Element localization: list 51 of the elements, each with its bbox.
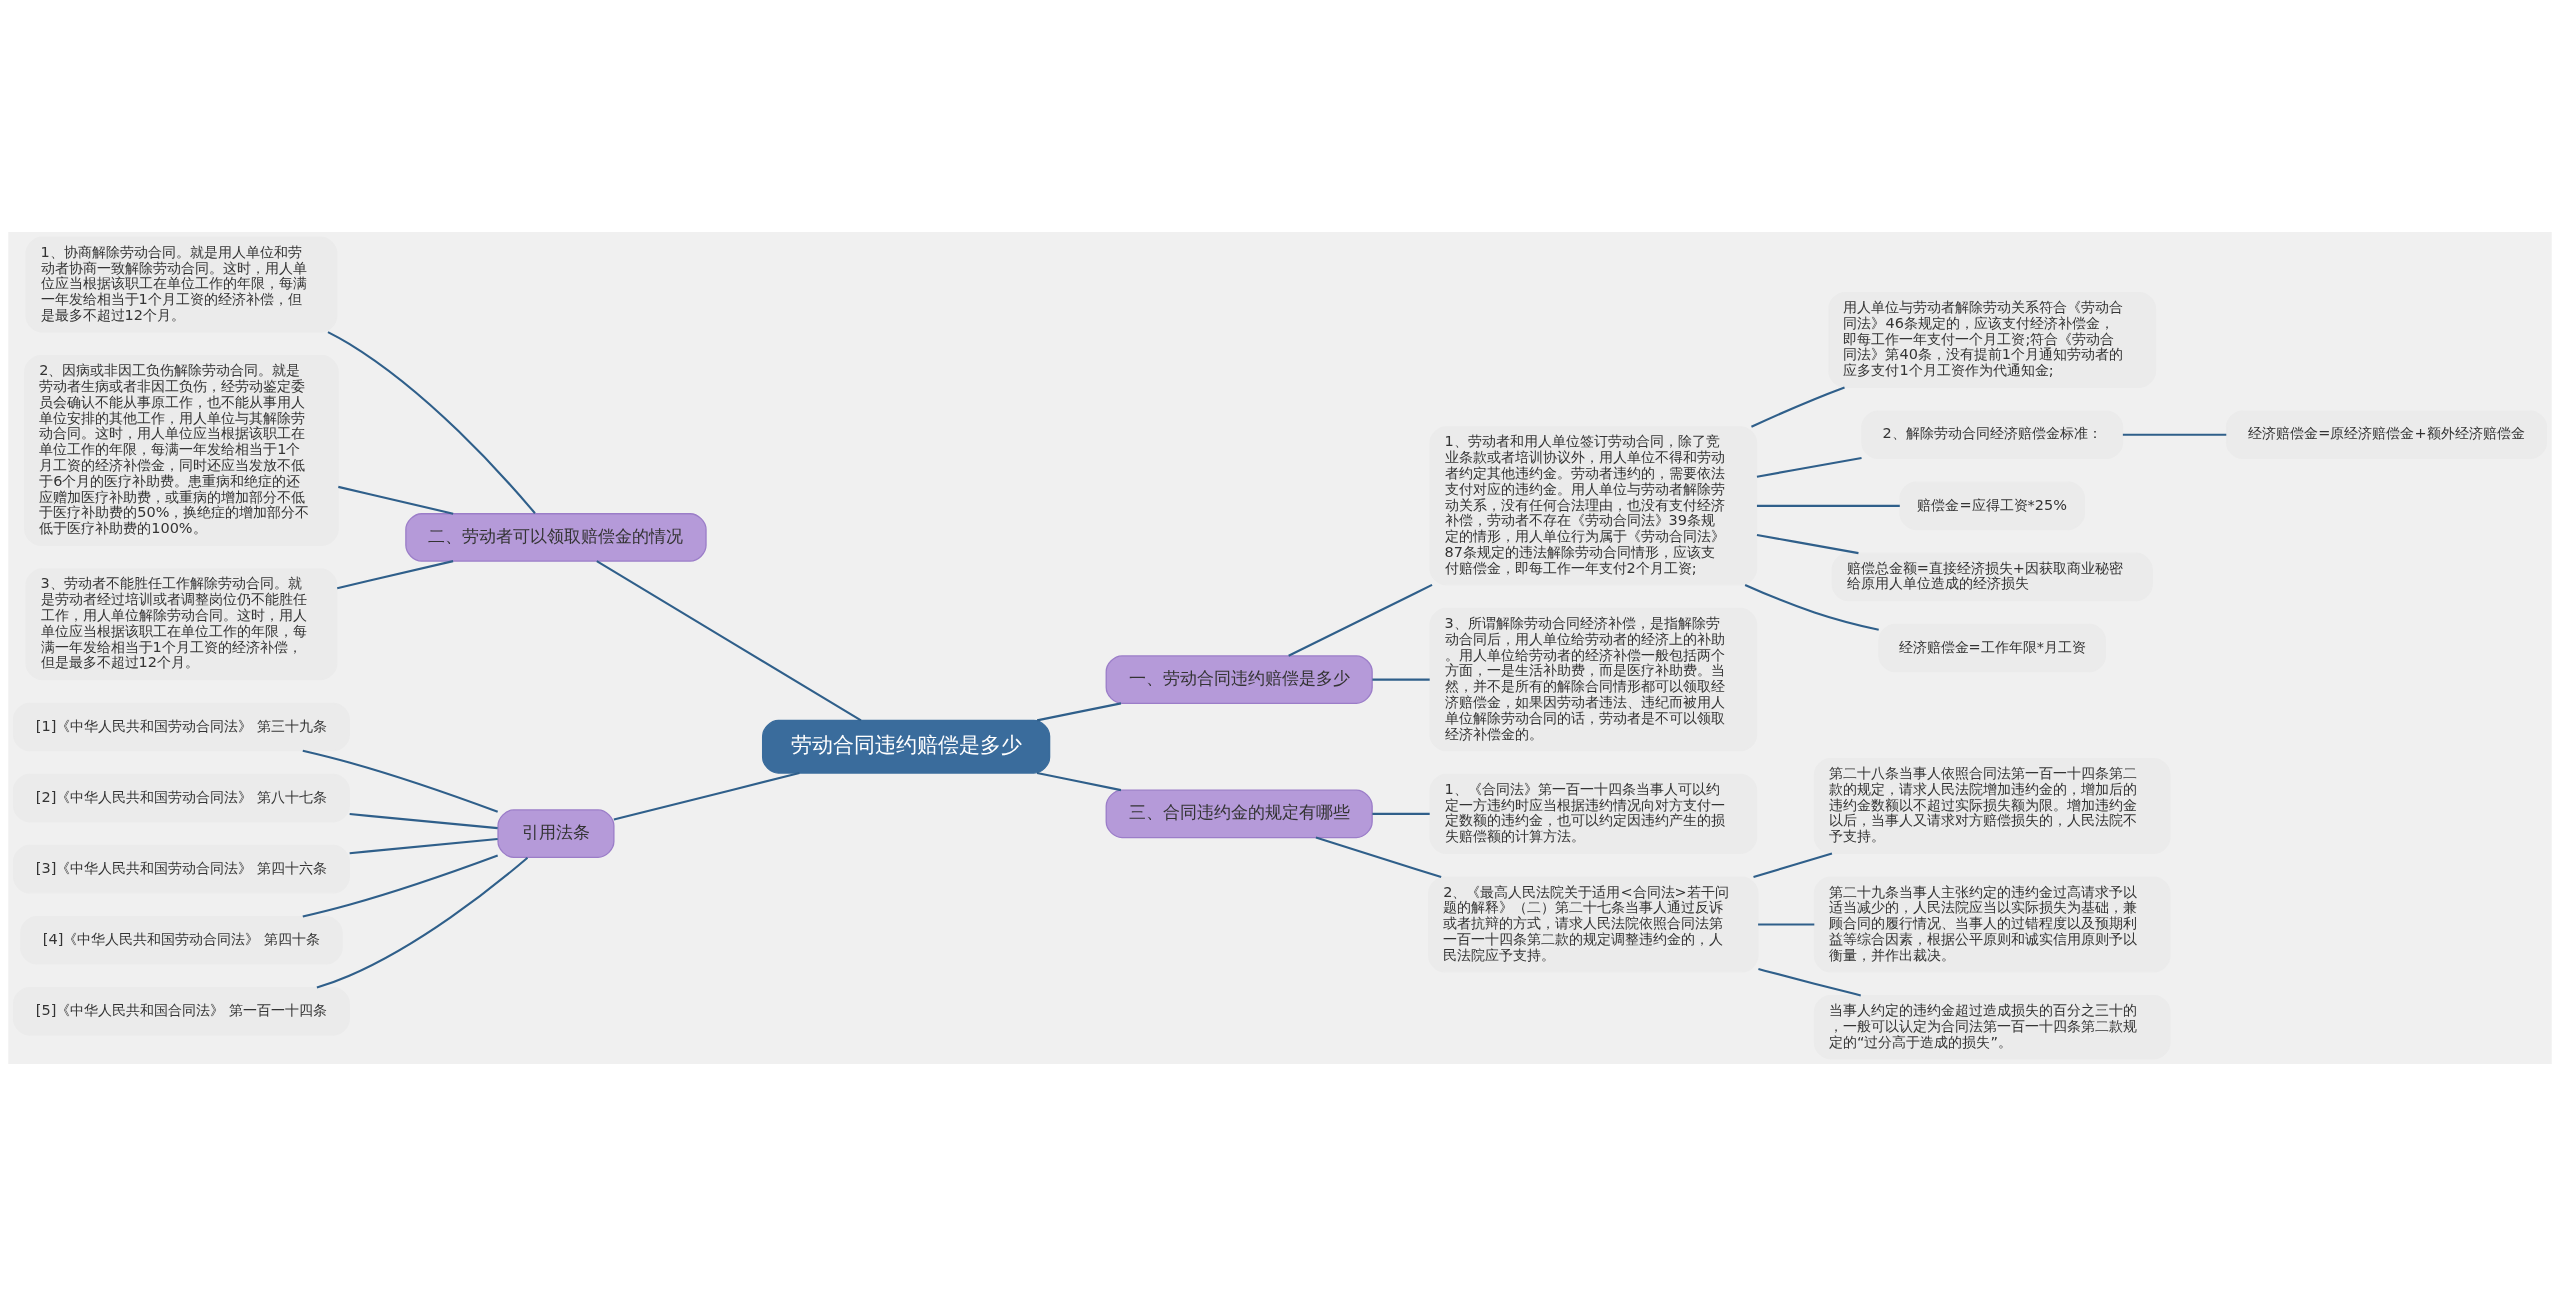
node-text: 第二十九条当事人主张约定的违约金过高请求予以适当减少的，人民法院应当以实际损失为基础，兼顾合同的履行情况、当事人的过错程度以及预期利益等综合因素，根据公平原则和诚实信用原则予以衡量，并作出裁决。 bbox=[1828, 883, 2137, 963]
node-box: 引用法条 bbox=[497, 809, 615, 858]
connector bbox=[327, 331, 536, 514]
node-text: 用人单位与劳动者解除劳动关系符合《劳动合同法》46条规定的，应该支付经济补偿金，即每工作一年支付一个月工资;符合《劳动合同法》第40条，没有提前1个月通知劳动者的应多支付1个月工资作为代通知金; bbox=[1843, 299, 2124, 379]
connector bbox=[1744, 583, 1879, 631]
connector bbox=[349, 812, 498, 830]
connector bbox=[613, 772, 800, 821]
connector bbox=[1756, 504, 1900, 507]
node-text: 第二十八条当事人依照合同法第一百一十四条第二款的规定，请求人民法院增加违约金的，增加后的违约金数额以不超过实际损失额为限。增加违约金以后，当事人又请求对方赔偿损失的，人民法院不予支持。 bbox=[1828, 765, 2137, 845]
node-text: 经济赔偿金=工作年限*月工资 bbox=[1898, 638, 2086, 655]
connector bbox=[2122, 433, 2227, 436]
connector bbox=[302, 854, 499, 918]
connector bbox=[1372, 678, 1430, 681]
node-text: 2、《最高人民法院关于适用<合同法>若干问题的解释》（二）第二十七条当事人通过反诉或者抗辩的方式，请求人民法院依照合同法第一百一十四条第二款的规定调整违约金的，人民法院应予支持。 bbox=[1443, 883, 1729, 963]
node-text: 2、解除劳动合同经济赔偿金标准： bbox=[1882, 425, 2102, 442]
node-box: 三、合同违约金的规定有哪些 bbox=[1105, 789, 1373, 839]
node-text: 经济赔偿金=原经济赔偿金+额外经济赔偿金 bbox=[2248, 425, 2525, 442]
connector bbox=[596, 560, 862, 722]
node-text: [1]《中华人民共和国劳动合同法》 第三十九条 bbox=[35, 717, 327, 734]
node-text: 3、劳动者不能胜任工作解除劳动合同。就是劳动者经过培训或者调整岗位仍不能胜任工作，用人单位解除劳动合同。这时，用人单位应当根据该职工在单位工作的年限，每满一年发给相当于1个月工资的经济补偿，但是最多不超过12个月。 bbox=[40, 575, 307, 671]
connector bbox=[1756, 533, 1859, 555]
connector bbox=[1315, 836, 1442, 878]
connector bbox=[1751, 386, 1845, 428]
connector bbox=[316, 856, 529, 989]
connector bbox=[1758, 923, 1815, 926]
connector bbox=[1758, 968, 1861, 997]
connector bbox=[1036, 772, 1122, 792]
connector bbox=[338, 485, 454, 515]
node-text: 赔偿总金额=直接经济损失+因获取商业秘密给原用人单位造成的经济损失 bbox=[1846, 559, 2123, 592]
node-text: [5]《中华人民共和国合同法》 第一百一十四条 bbox=[35, 1002, 327, 1019]
node-box: 劳动合同违约赔偿是多少 bbox=[761, 719, 1051, 774]
node-text: 3、所谓解除劳动合同经济补偿，是指解除劳动合同后，用人单位给劳动者的经济上的补助。用人单位给劳动者的经济补偿一般包括两个方面，一是生活补助费，而是医疗补助费。当然，并不是所有的解除合同情形都可以领取经济赔偿金，如果因劳动者违法、违纪而被用人单位解除劳动合同的话，劳动者是不可以领取经济补偿金的。 bbox=[1444, 614, 1725, 742]
node-text: [4]《中华人民共和国劳动合同法》 第四十条 bbox=[42, 930, 320, 947]
connector bbox=[1756, 456, 1862, 478]
node-text: 1、劳动者和用人单位签订劳动合同，除了竞业条款或者培训协议外，用人单位不得和劳动者约定其他违约金。劳动者违约的，需要依法支付对应的违约金。用人单位与劳动者解除劳动关系，没有任何合法理由，也没有支付经济补偿，劳动者不存在《劳动合同法》39条规定的情形，用人单位行为属于《劳动合同法》87条规定的违法解除劳动合同情形，应该支付赔偿金，即每工作一年支付2个月工资; bbox=[1444, 433, 1725, 576]
node-text: 当事人约定的违约金超过造成损失的百分之三十的，一般可以认定为合同法第一百一十四条第二款规定的“过分高于造成的损失”。 bbox=[1828, 1002, 2137, 1050]
node-text: [2]《中华人民共和国劳动合同法》 第八十七条 bbox=[35, 788, 327, 805]
connector bbox=[1372, 812, 1430, 815]
node-text: [3]《中华人民共和国劳动合同法》 第四十六条 bbox=[35, 859, 327, 876]
connector bbox=[1036, 702, 1122, 722]
node-text: 2、因病或非因工负伤解除劳动合同。就是劳动者生病或者非因工负伤，经劳动鉴定委员会确认不能从事原工作，也不能从事用人单位安排的其他工作，用人单位与其解除劳动合同。这时，用人单位应当根据该职工在单位工作的年限，每满一年发给相当于1个月工资的经济补偿金，同时还应当发放不低于6个月的医疗补助费。患重病和绝症的还应赠加医疗补助费，或重病的增加部分不低于医疗补助费的50%，换绝症的增加部分不低于医疗补助费的100%。 bbox=[39, 362, 310, 537]
connector bbox=[349, 838, 498, 855]
connector bbox=[1753, 852, 1833, 878]
node-box: 一、劳动合同违约赔偿是多少 bbox=[1105, 655, 1373, 704]
connector bbox=[336, 560, 454, 590]
node-text: 1、协商解除劳动合同。就是用人单位和劳动者协商一致解除劳动合同。这时，用人单位应当根据该职工在单位工作的年限，每满一年发给相当于1个月工资的经济补偿，但是最多不超过12个月。 bbox=[40, 243, 307, 323]
node-text: 赔偿金=应得工资*25% bbox=[1917, 496, 2067, 513]
connector bbox=[1288, 583, 1433, 657]
connector bbox=[302, 749, 499, 813]
node-text: 1、《合同法》第一百一十四条当事人可以约定一方违约时应当根据违约情况向对方支付一定数额的违约金，也可以约定因违约产生的损失赔偿额的计算方法。 bbox=[1444, 780, 1725, 845]
node-box: 二、劳动者可以领取赔偿金的情况 bbox=[405, 513, 707, 562]
